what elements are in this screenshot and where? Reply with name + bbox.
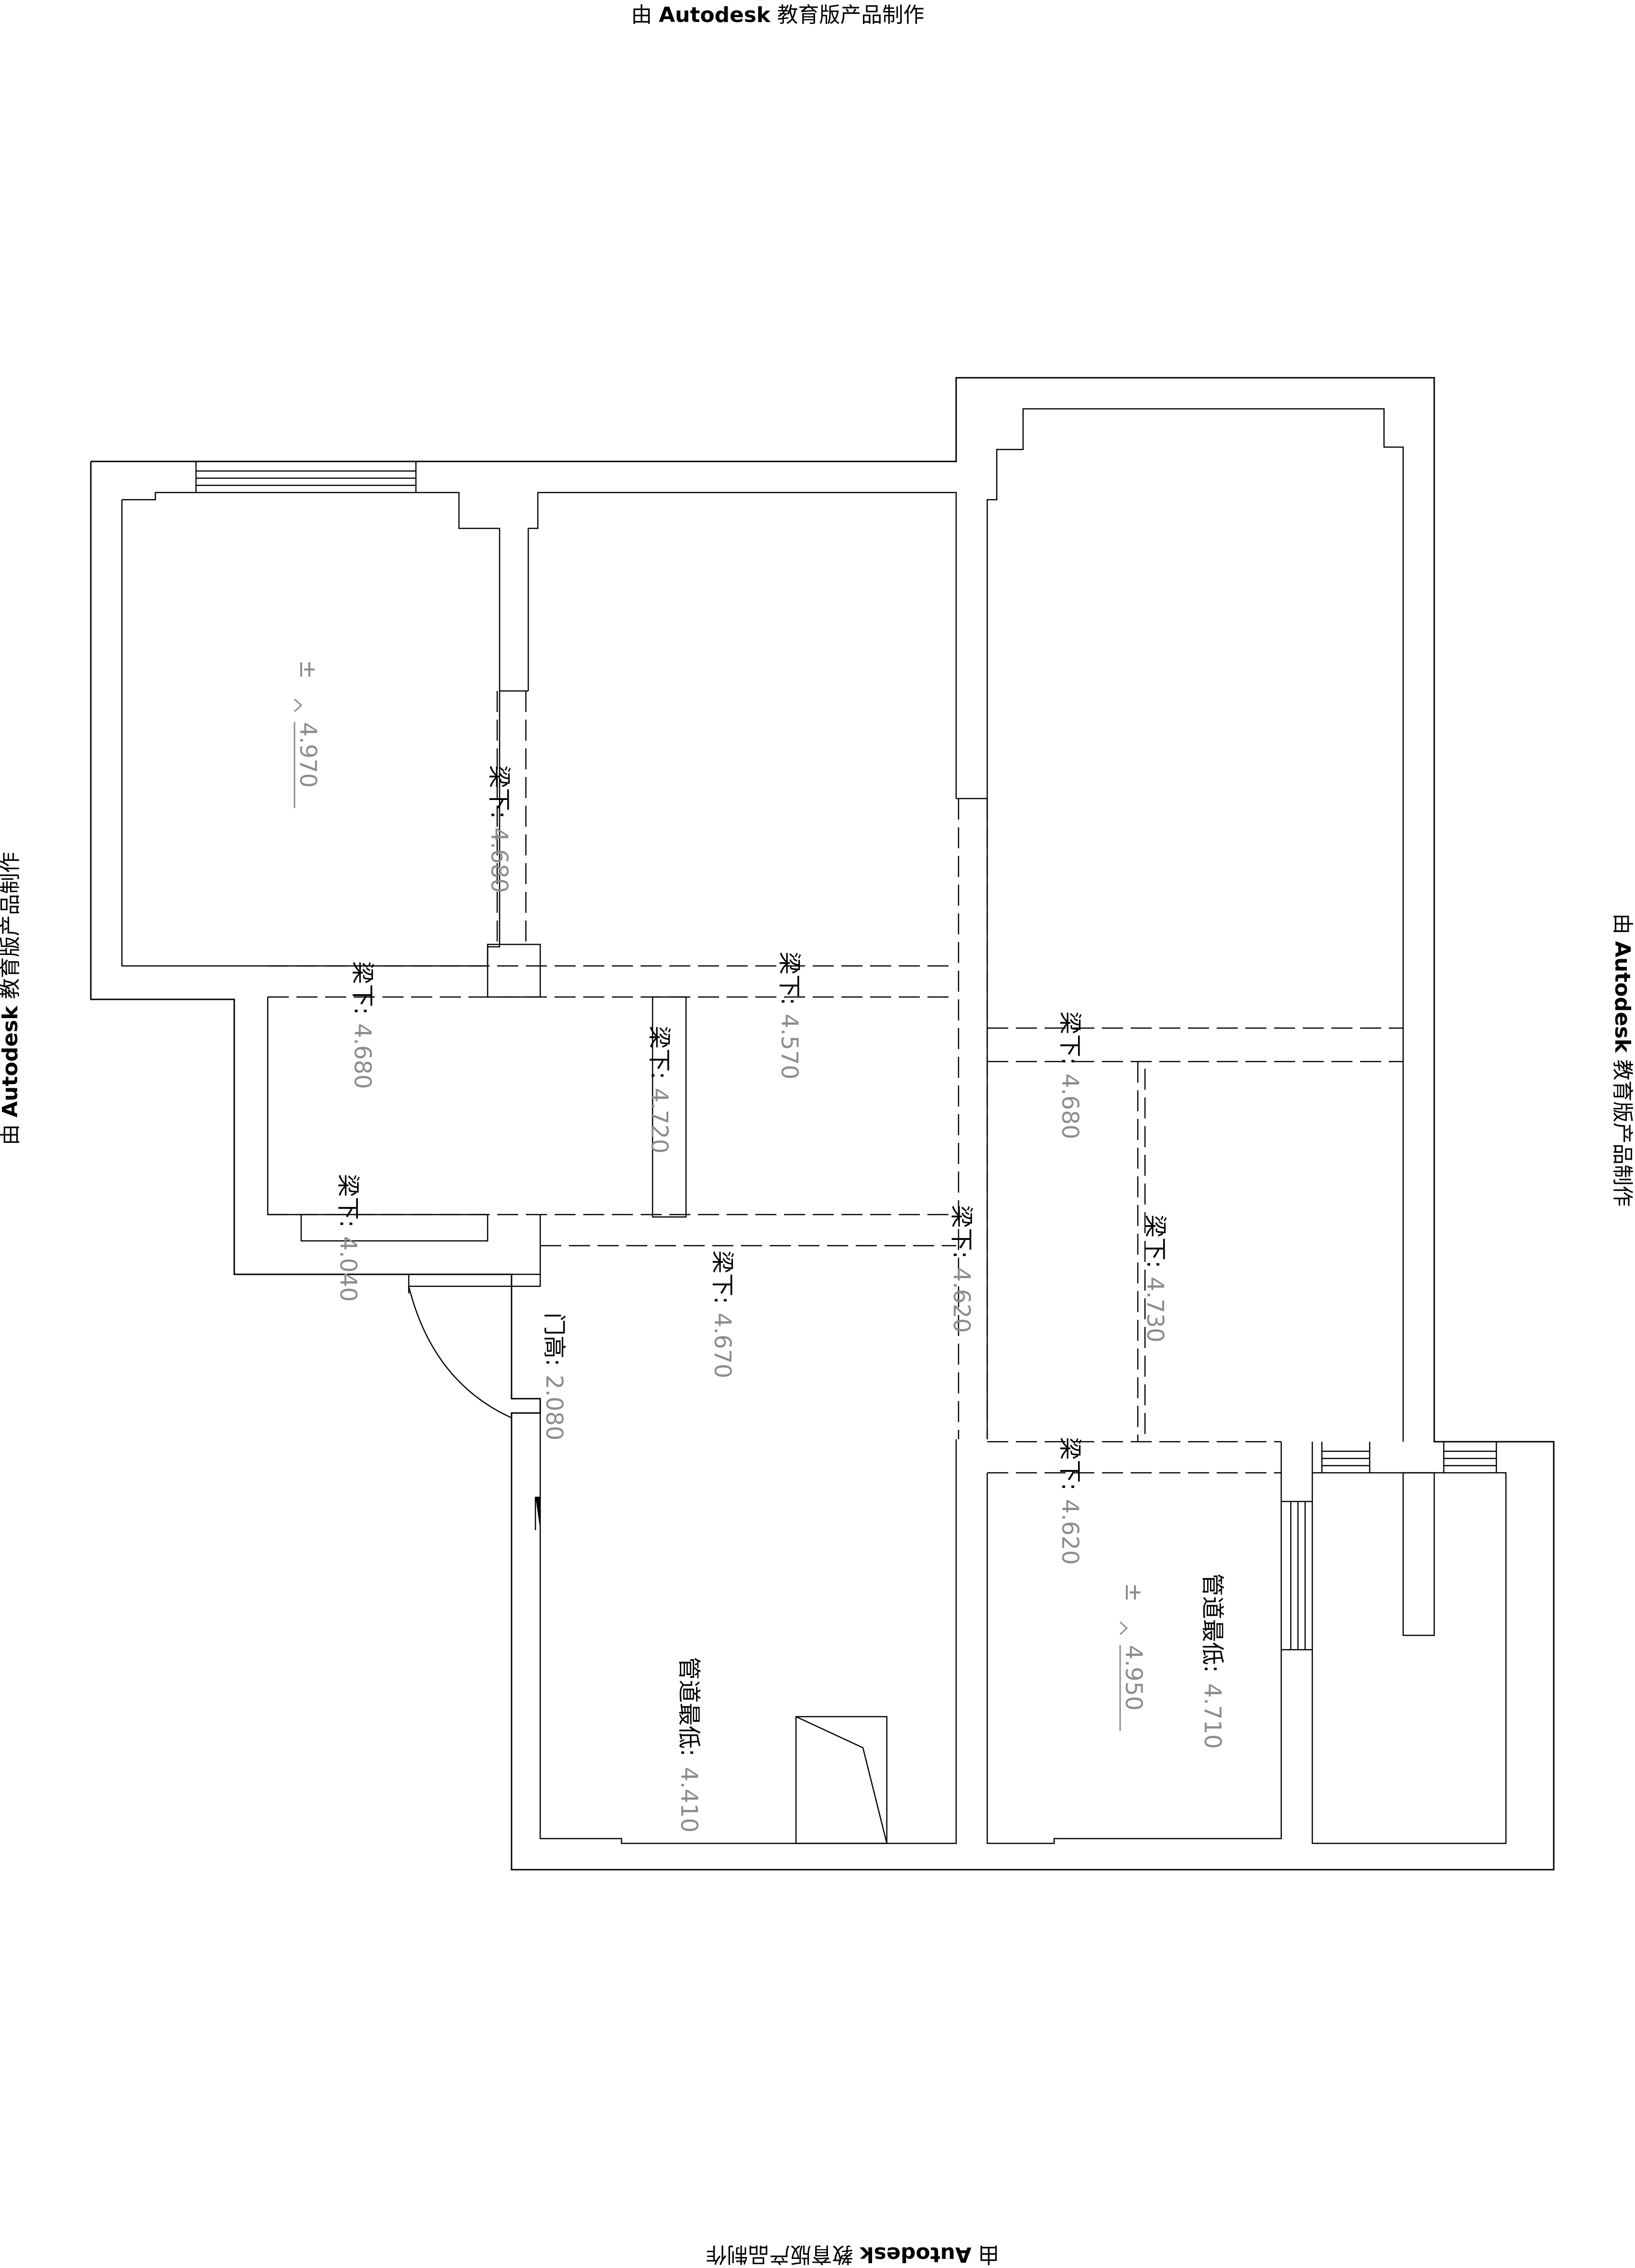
svg-text:4.730: 4.730 <box>1142 1277 1168 1342</box>
room-d-inner <box>986 1442 1282 1844</box>
column-block <box>487 943 541 998</box>
corridor-lower <box>300 1215 489 1242</box>
svg-text:梁下:: 梁下: <box>709 1250 736 1304</box>
svg-text:由 Autodesk 教育版产品制作: 由 Autodesk 教育版产品制作 <box>1610 913 1635 1206</box>
svg-text:梁下:: 梁下: <box>335 1174 361 1227</box>
watermark-bottom-suffix: 教育版产品制作 <box>706 2242 853 2267</box>
svg-text:梁下:: 梁下: <box>1142 1215 1168 1268</box>
svg-text:4.620: 4.620 <box>948 1267 975 1333</box>
pipe-label-2: 管道最低: 4.710 <box>1199 1573 1226 1749</box>
watermark-left: 由 Autodesk 教育版产品制作 <box>0 852 22 1145</box>
watermark-top-suffix: 教育版产品制作 <box>777 3 924 27</box>
svg-text:梁下:: 梁下: <box>776 952 803 1005</box>
corridor-left <box>267 997 488 1216</box>
watermark-left-suffix: 教育版产品制作 <box>0 852 22 999</box>
svg-text:梁下:: 梁下: <box>1057 1011 1083 1065</box>
room-b-inner <box>527 492 957 799</box>
beam-label-6: 梁下: 4.670 <box>709 1250 736 1378</box>
watermark-right-suffix: 教育版产品制作 <box>1610 1059 1635 1206</box>
svg-text:4.040: 4.040 <box>335 1236 361 1302</box>
watermark-right-brand: Autodesk <box>1610 941 1635 1053</box>
corridor-right <box>408 1215 541 1287</box>
svg-text:由 Autodesk 教育版产品制作: 由 Autodesk 教育版产品制作 <box>631 3 924 27</box>
svg-text:±: ± <box>1120 1583 1147 1602</box>
svg-text:4.720: 4.720 <box>646 1088 673 1153</box>
entry-door <box>408 1286 512 1419</box>
svg-text:2.080: 2.080 <box>541 1375 567 1440</box>
watermark-top-brand: Autodesk <box>659 3 771 27</box>
watermark-left-prefix: 由 <box>0 1124 22 1145</box>
living-room-inner <box>539 1399 957 1844</box>
svg-text:4.680: 4.680 <box>486 827 512 893</box>
svg-text:4.620: 4.620 <box>1057 1499 1083 1565</box>
level-mark-2: ± 4.950 <box>1119 1583 1147 1731</box>
outer-wall <box>90 377 1555 1871</box>
svg-text:4.680: 4.680 <box>1057 1074 1083 1139</box>
watermark-bottom-prefix: 由 <box>978 2242 999 2267</box>
room-e-inner <box>1311 1472 1507 1844</box>
svg-text:梁下:: 梁下: <box>349 961 376 1015</box>
beam-label-3: 梁下: 4.570 <box>776 952 803 1079</box>
watermark-bottom-brand: Autodesk <box>859 2242 971 2267</box>
beam-label-2: 梁下: 4.680 <box>349 961 376 1089</box>
watermark-right: 由 Autodesk 教育版产品制作 <box>1610 913 1635 1206</box>
svg-text:管道最低:: 管道最低: <box>676 1657 702 1756</box>
svg-text:门高:: 门高: <box>541 1313 567 1366</box>
watermark-right-prefix: 由 <box>1610 913 1635 934</box>
svg-text:4.950: 4.950 <box>1120 1645 1147 1710</box>
svg-text:±: ± <box>294 660 321 679</box>
watermark-left-brand: Autodesk <box>0 1005 22 1118</box>
svg-text:4.570: 4.570 <box>776 1014 803 1079</box>
beam-label-10: 梁下: 4.620 <box>1057 1437 1083 1565</box>
svg-text:梁下:: 梁下: <box>646 1026 673 1079</box>
watermark-top: 由 Autodesk 教育版产品制作 <box>631 3 924 27</box>
window-room-d-side <box>1281 1501 1312 1651</box>
svg-text:梁下:: 梁下: <box>948 1205 975 1259</box>
watermark-bottom: 由 Autodesk 教育版产品制作 <box>706 2242 999 2267</box>
svg-text:4.670: 4.670 <box>709 1313 736 1378</box>
pipe-label-1: 管道最低: 4.410 <box>676 1657 702 1832</box>
beam-lines <box>268 691 1403 1474</box>
svg-text:由 Autodesk 教育版产品制作: 由 Autodesk 教育版产品制作 <box>706 2242 999 2267</box>
svg-text:4.710: 4.710 <box>1199 1683 1226 1749</box>
svg-text:管道最低:: 管道最低: <box>1199 1573 1226 1673</box>
beam-label-4: 梁下: 4.720 <box>646 1026 673 1153</box>
door-marker <box>535 1497 540 1530</box>
svg-text:4.970: 4.970 <box>294 722 321 788</box>
beam-label-1: 梁下: 4.680 <box>486 765 512 893</box>
svg-text:梁下:: 梁下: <box>1057 1437 1083 1490</box>
window-room-e-1 <box>1321 1442 1371 1473</box>
svg-text:由 Autodesk 教育版产品制作: 由 Autodesk 教育版产品制作 <box>0 852 22 1145</box>
beam-label-7: 梁下: 4.620 <box>948 1205 975 1333</box>
shaft <box>1402 1472 1435 1636</box>
appliance-box <box>795 1716 888 1844</box>
window-top-left <box>195 461 417 493</box>
beam-label-8: 梁下: 4.680 <box>1057 1011 1083 1139</box>
watermark-top-prefix: 由 <box>631 3 652 27</box>
beam-label-5: 梁下: 4.040 <box>335 1174 361 1302</box>
svg-text:4.680: 4.680 <box>349 1023 376 1089</box>
door-height-label: 门高: 2.080 <box>541 1313 567 1440</box>
beam-label-9: 梁下: 4.730 <box>1142 1215 1168 1342</box>
walls <box>90 377 1555 1871</box>
svg-text:梁下:: 梁下: <box>486 765 512 819</box>
window-room-e-2 <box>1443 1442 1497 1473</box>
room-c-inner <box>986 408 1404 1442</box>
svg-text:4.410: 4.410 <box>676 1767 702 1832</box>
level-mark-1: ± 4.970 <box>294 660 321 808</box>
